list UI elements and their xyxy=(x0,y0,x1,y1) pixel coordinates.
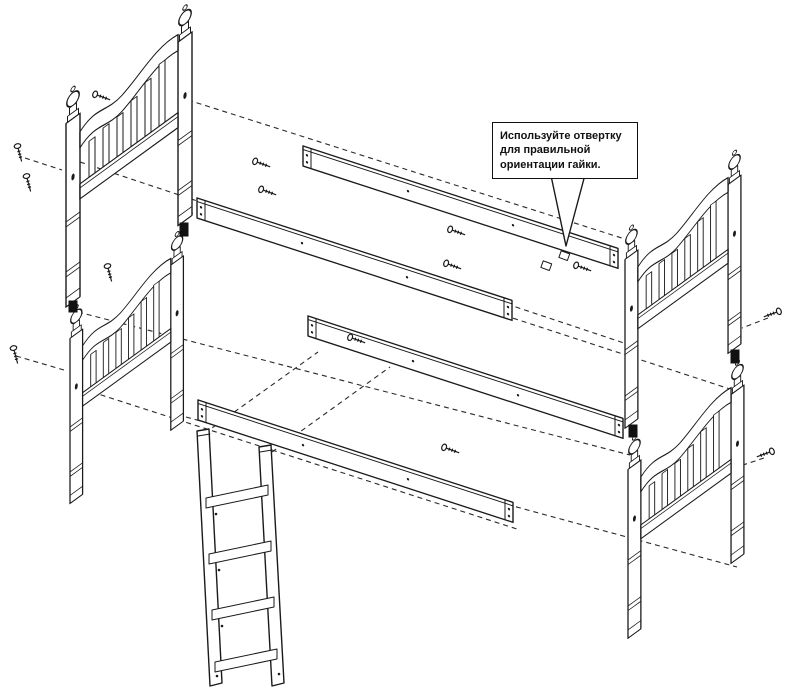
screw xyxy=(251,156,272,171)
dashed-guide-line xyxy=(24,157,63,171)
connector-pin xyxy=(730,349,740,364)
callout-text-line: ориентации гайки. xyxy=(500,158,601,171)
callout-text-line: Используйте отвертку xyxy=(500,130,622,142)
nut xyxy=(540,260,553,271)
connector-pin xyxy=(628,424,638,438)
ladder-screw-hole xyxy=(215,674,219,678)
ladder-rung xyxy=(214,648,278,673)
screw xyxy=(91,89,112,104)
screw xyxy=(762,306,783,321)
screw xyxy=(13,142,26,163)
screw xyxy=(257,184,278,199)
screw xyxy=(572,260,593,275)
dashed-guide-line xyxy=(15,355,65,371)
callout-note: Используйте отвертку для правильной орие… xyxy=(492,122,638,179)
ladder-rung xyxy=(208,540,272,565)
ladder-screw-hole xyxy=(214,512,218,516)
dashed-guide-line xyxy=(741,317,769,329)
bed-end-lower-left xyxy=(69,226,185,505)
screw xyxy=(442,258,463,273)
ladder-rung xyxy=(205,484,269,509)
bed-end-lower-right xyxy=(627,355,745,639)
ladder-screw-hole xyxy=(277,672,281,676)
side-rail-3 xyxy=(307,315,624,440)
dashed-guide-line xyxy=(187,211,734,391)
screw xyxy=(103,262,116,283)
ladder-rung xyxy=(211,596,275,621)
nut xyxy=(558,250,571,261)
dashed-guide-line xyxy=(271,366,391,453)
screw xyxy=(9,344,22,365)
ladder-screw-hole xyxy=(217,568,221,572)
bed-end-upper-right xyxy=(624,145,742,429)
ladder-stile-cap xyxy=(259,449,273,453)
dashed-guide-line xyxy=(187,99,629,241)
screw xyxy=(755,446,776,461)
connector-pin xyxy=(179,222,189,237)
screw xyxy=(440,442,461,457)
connector-pin xyxy=(68,300,78,313)
screw xyxy=(446,224,467,239)
side-rail-4 xyxy=(197,399,514,524)
screw xyxy=(22,172,35,193)
ladder xyxy=(196,428,285,687)
ladder-screw-hole xyxy=(220,624,224,628)
callout-text-line: для правильной xyxy=(500,144,591,157)
ladder-stile-cap xyxy=(197,433,211,437)
dashed-guide-line xyxy=(91,391,521,531)
